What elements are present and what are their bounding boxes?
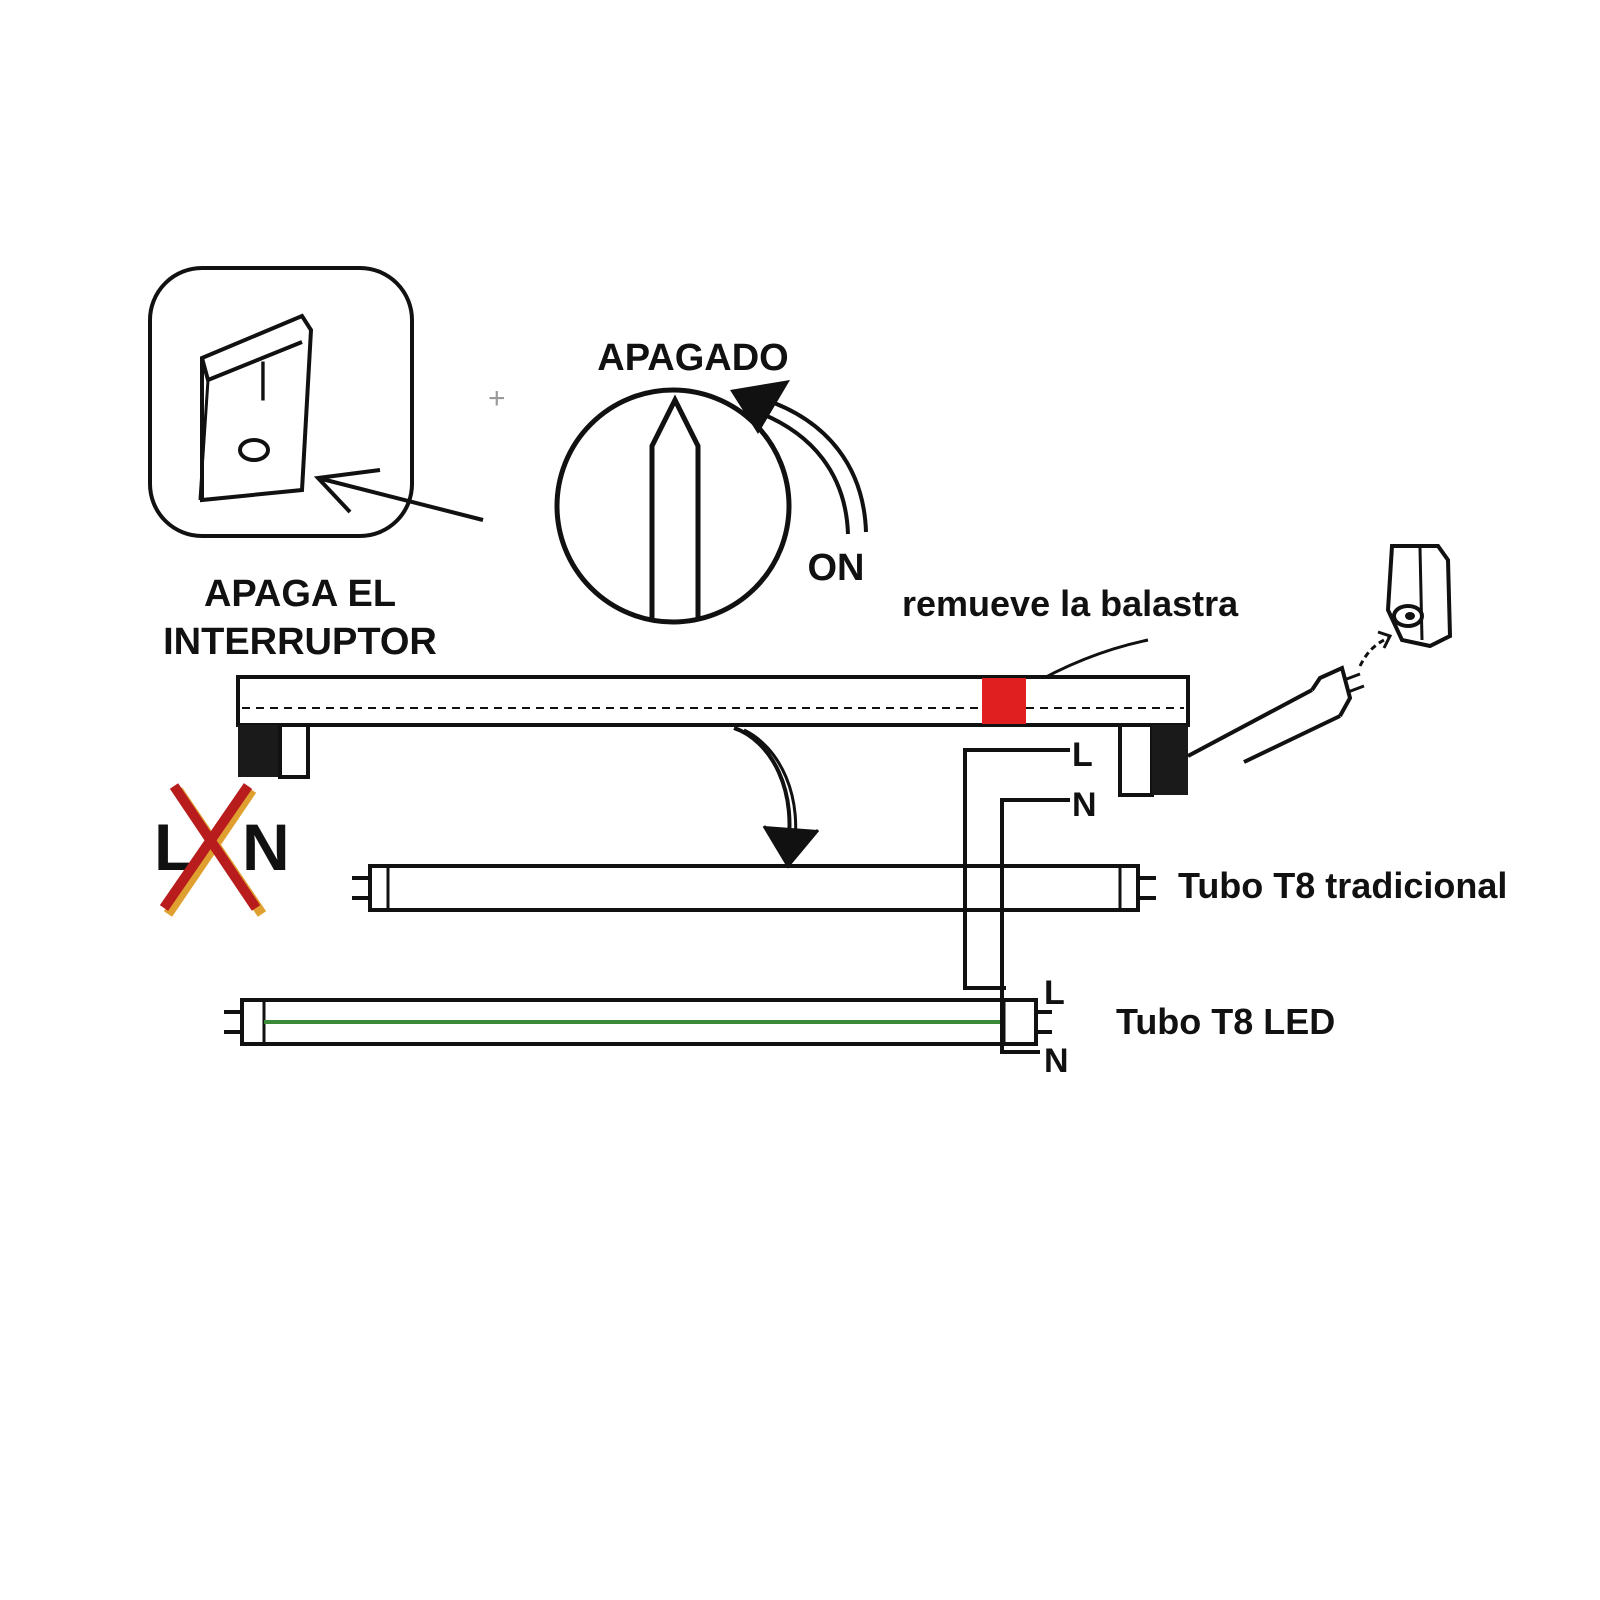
led-tube-label: Tubo T8 LED: [1116, 1001, 1335, 1042]
lamp-holder-icon: [1385, 544, 1453, 649]
wiring-lines: [963, 748, 1070, 1054]
ln-crossed-logo: L N: [154, 783, 290, 917]
wire-label-neutral-top: N: [1072, 786, 1097, 824]
wire-label-live-top: L: [1072, 736, 1093, 774]
light-fixture: [236, 675, 1190, 797]
plus-mark: +: [488, 382, 506, 415]
switch-caption-line2: INTERRUPTOR: [163, 621, 437, 663]
rotate-arrow-icon: [730, 380, 790, 434]
led-tube: [224, 998, 1052, 1046]
ballast-highlight: [982, 678, 1026, 724]
arrow-to-switch: [313, 468, 484, 522]
switch-icon: |: [148, 266, 414, 538]
ballast-label: remueve la balastra: [902, 583, 1239, 624]
switch-on-mark: |: [258, 354, 269, 401]
traditional-tube: [352, 864, 1156, 912]
switch-off-mark: [238, 438, 270, 462]
replace-arrow-icon: [733, 726, 820, 869]
ln-right-letter: N: [242, 810, 290, 884]
traditional-tube-label: Tubo T8 tradicional: [1178, 865, 1507, 906]
wire-label-live-bottom: L: [1044, 974, 1065, 1012]
dial-off-label: APAGADO: [597, 337, 788, 379]
dial-on-label: ON: [808, 547, 865, 589]
removed-tube-icon: [1187, 630, 1393, 764]
switch-caption-line1: APAGA EL: [204, 573, 396, 615]
dial-icon: [554, 380, 868, 625]
wire-label-neutral-bottom: N: [1044, 1042, 1069, 1080]
